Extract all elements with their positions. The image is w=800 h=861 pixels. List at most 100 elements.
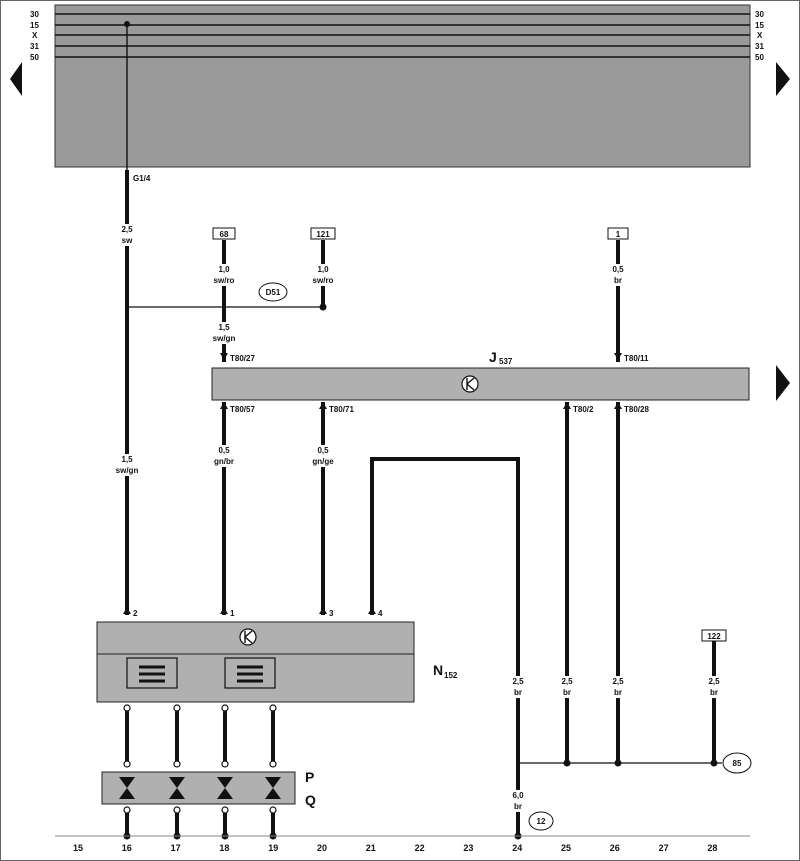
connector-t80-57: T80/57 — [230, 405, 255, 414]
wire-w5-size: 1,5 — [218, 323, 230, 332]
n152-subscript: 152 — [444, 671, 458, 680]
j537-electronic-icon — [461, 375, 479, 393]
column-number-26: 26 — [610, 843, 620, 853]
ref-68-label: 68 — [220, 230, 229, 239]
continue-right-arrow-icon[interactable] — [776, 365, 790, 401]
wire-w1-size: 2,5 — [121, 225, 133, 234]
wire-w8-color: gn/ge — [312, 457, 334, 466]
column-number-20: 20 — [317, 843, 327, 853]
ref-box-121 — [310, 227, 336, 240]
next-page-arrow-icon[interactable] — [776, 62, 790, 96]
bus-label-left-x: X — [32, 31, 38, 40]
ref-box-1 — [607, 227, 629, 240]
ref-box-122 — [701, 629, 727, 642]
wire-w11-color: br — [614, 688, 622, 697]
bus-label-right-15: 15 — [755, 21, 764, 30]
ref-121-label: 121 — [316, 230, 330, 239]
pin-2: 2 — [133, 609, 138, 618]
n152-letter: N — [433, 662, 443, 678]
ignition-coil-right — [224, 657, 276, 689]
bus-label-right-x: X — [757, 31, 763, 40]
wire-w1-color: sw — [122, 236, 133, 245]
wire-w7-color: gn/br — [214, 457, 234, 466]
wire-w3-size: 1,0 — [317, 265, 329, 274]
wire-w4-size: 0,5 — [612, 265, 624, 274]
bus-label-right-31: 31 — [755, 42, 764, 51]
spark-plug-symbols — [119, 777, 281, 799]
bus-right-labels: 30 15 X 31 50 — [755, 10, 764, 62]
ref-circle-d51 — [258, 282, 288, 302]
connector-g1-4: G1/4 — [133, 174, 151, 183]
column-number-23: 23 — [463, 843, 473, 853]
ignition-coil-left — [126, 657, 178, 689]
bus-label-left-50: 50 — [30, 53, 39, 62]
j537-letter: J — [489, 349, 497, 365]
wire-w11-size: 2,5 — [612, 677, 624, 686]
wire-w8-size: 0,5 — [317, 446, 329, 455]
column-number-17: 17 — [171, 843, 181, 853]
ref-box-68 — [212, 227, 236, 240]
bus-label-left-31: 31 — [30, 42, 39, 51]
j537-subscript: 537 — [499, 357, 513, 366]
column-number-18: 18 — [219, 843, 229, 853]
wire-w2-size: 1,0 — [218, 265, 230, 274]
connector-t80-11: T80/11 — [624, 354, 649, 363]
wire-w9-color: br — [514, 688, 522, 697]
connector-t80-28: T80/28 — [624, 405, 649, 414]
connector-t80-71: T80/71 — [329, 405, 354, 414]
wire-w10-size: 2,5 — [561, 677, 573, 686]
label-q: Q — [305, 792, 316, 808]
connector-t80-2: T80/2 — [573, 405, 594, 414]
column-number-15: 15 — [73, 843, 83, 853]
column-number-16: 16 — [122, 843, 132, 853]
wire-w9-size: 2,5 — [512, 677, 524, 686]
wire-w13-size: 6,0 — [512, 791, 524, 800]
column-numbers: 15 16 17 18 19 20 21 22 23 24 25 26 27 28 — [73, 843, 717, 853]
ref-circle-85 — [722, 752, 752, 774]
spark-plugs-pq[interactable] — [101, 771, 296, 805]
wire-w7-size: 0,5 — [218, 446, 230, 455]
ref-85-label: 85 — [733, 759, 742, 768]
bus-label-left-15: 15 — [30, 21, 39, 30]
wire-w6-size: 1,5 — [121, 455, 133, 464]
connector-t80-27: T80/27 — [230, 354, 255, 363]
bus-lines — [55, 13, 750, 58]
wire-w5-color: sw/gn — [213, 334, 236, 343]
previous-page-arrow-icon[interactable] — [10, 62, 22, 96]
label-p: P — [305, 769, 314, 785]
column-number-21: 21 — [366, 843, 376, 853]
column-number-25: 25 — [561, 843, 571, 853]
column-number-24: 24 — [512, 843, 522, 853]
column-number-28: 28 — [707, 843, 717, 853]
wire-w10-color: br — [563, 688, 571, 697]
wire-w3-color: sw/ro — [313, 276, 334, 285]
pin-3: 3 — [329, 609, 334, 618]
wire-w12-color: br — [710, 688, 718, 697]
n152-electronic-icon — [239, 628, 257, 646]
wire-w6-color: sw/gn — [116, 466, 139, 475]
control-unit-j537[interactable] — [211, 367, 750, 401]
ref-circle-12 — [528, 811, 554, 831]
spark-plug-ground-leads — [123, 806, 277, 840]
ref-122-label: 122 — [707, 632, 721, 641]
wire-w4-color: br — [614, 276, 622, 285]
bus-label-right-30: 30 — [755, 10, 764, 19]
column-number-22: 22 — [415, 843, 425, 853]
ref-1-label: 1 — [616, 230, 621, 239]
column-number-27: 27 — [659, 843, 669, 853]
wire-w12-size: 2,5 — [708, 677, 720, 686]
wire-w2-color: sw/ro — [214, 276, 235, 285]
bus-left-labels: 30 15 X 31 50 — [30, 10, 39, 62]
wire-pin4-to-ground — [370, 457, 520, 838]
ref-d51-label: D51 — [266, 288, 281, 297]
spark-plug-leads — [123, 704, 277, 768]
bus-panel — [54, 4, 751, 168]
bus-label-right-50: 50 — [755, 53, 764, 62]
pin-1: 1 — [230, 609, 235, 618]
column-number-19: 19 — [268, 843, 278, 853]
ref-12-label: 12 — [537, 817, 546, 826]
pin-4: 4 — [378, 609, 383, 618]
bus-label-left-30: 30 — [30, 10, 39, 19]
wire-w13-color: br — [514, 802, 522, 811]
